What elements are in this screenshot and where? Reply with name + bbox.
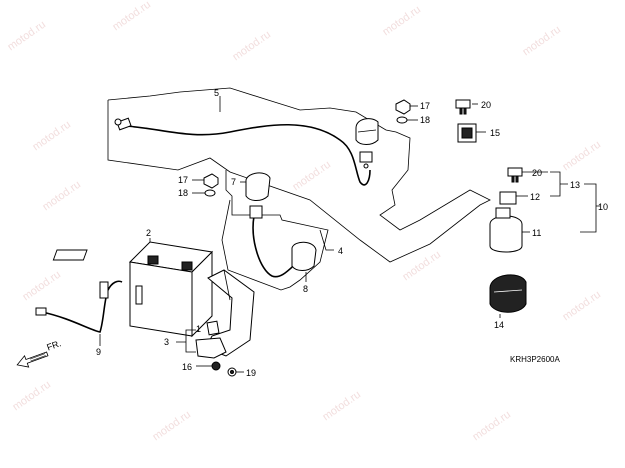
battery-stay-1 (206, 320, 220, 336)
front-direction-arrow-icon (16, 351, 49, 368)
callout-10: 10 (598, 202, 608, 212)
bracket-10 (580, 183, 600, 233)
fuse-20-lower (507, 167, 523, 183)
bracket-13 (550, 171, 568, 197)
callout-4: 4 (338, 246, 343, 256)
battery-lead-9-terminal (35, 281, 109, 316)
fuse-20-upper (455, 99, 471, 115)
cable-5-terminal-cover (355, 118, 379, 145)
callout-9: 9 (96, 347, 101, 357)
callout-7: 7 (231, 177, 236, 187)
washer-18-lower (204, 189, 216, 197)
relay-cover-14 (489, 274, 527, 313)
front-direction-label: FR. (45, 338, 62, 352)
callout-15: 15 (490, 128, 500, 138)
group-outline-cable-4 (221, 170, 329, 291)
cable-4-terminal-cover-8 (291, 241, 317, 271)
group-outline-cable-5 (107, 87, 491, 263)
callout-8: 8 (303, 284, 308, 294)
callout-20: 20 (481, 100, 491, 110)
starter-cable-5 (124, 123, 371, 186)
washer-18-upper (396, 116, 408, 124)
nut-16 (211, 361, 221, 371)
bolt-19 (227, 367, 237, 377)
bracket-3 (176, 329, 196, 353)
callout-1: 1 (196, 324, 201, 334)
callout-2: 2 (146, 228, 151, 238)
nut-17-lower (203, 173, 219, 189)
callout-19: 19 (246, 368, 256, 378)
callout-16: 16 (182, 362, 192, 372)
fuse-box-15 (457, 123, 477, 143)
cable-4-upper-terminal (249, 205, 263, 219)
cable-5-end-terminal (114, 117, 132, 131)
cable-5-lower-terminal (359, 151, 373, 169)
callout-12: 12 (530, 192, 540, 202)
callout-13: 13 (570, 180, 580, 190)
callout-11: 11 (532, 228, 541, 238)
negative-cable-4 (252, 215, 301, 278)
battery-bracket-3 (195, 337, 227, 359)
callout-14: 14 (494, 320, 504, 330)
nut-17-upper (395, 99, 411, 115)
battery-2 (52, 241, 214, 338)
callout-3: 3 (164, 337, 169, 347)
callout-17: 17 (420, 101, 430, 111)
callout-5: 5 (214, 88, 219, 98)
cable-4-terminal-cover-7 (245, 172, 271, 201)
callout-17-lower: 17 (178, 175, 188, 185)
callout-20-lower: 20 (532, 168, 542, 178)
bracket-4 (319, 229, 334, 251)
battery-lead-9 (41, 280, 123, 333)
callout-18-lower: 18 (178, 188, 188, 198)
diagram-code: KRH3P2600A (510, 355, 560, 364)
starter-relay-11 (489, 191, 523, 253)
callout-18: 18 (420, 115, 430, 125)
